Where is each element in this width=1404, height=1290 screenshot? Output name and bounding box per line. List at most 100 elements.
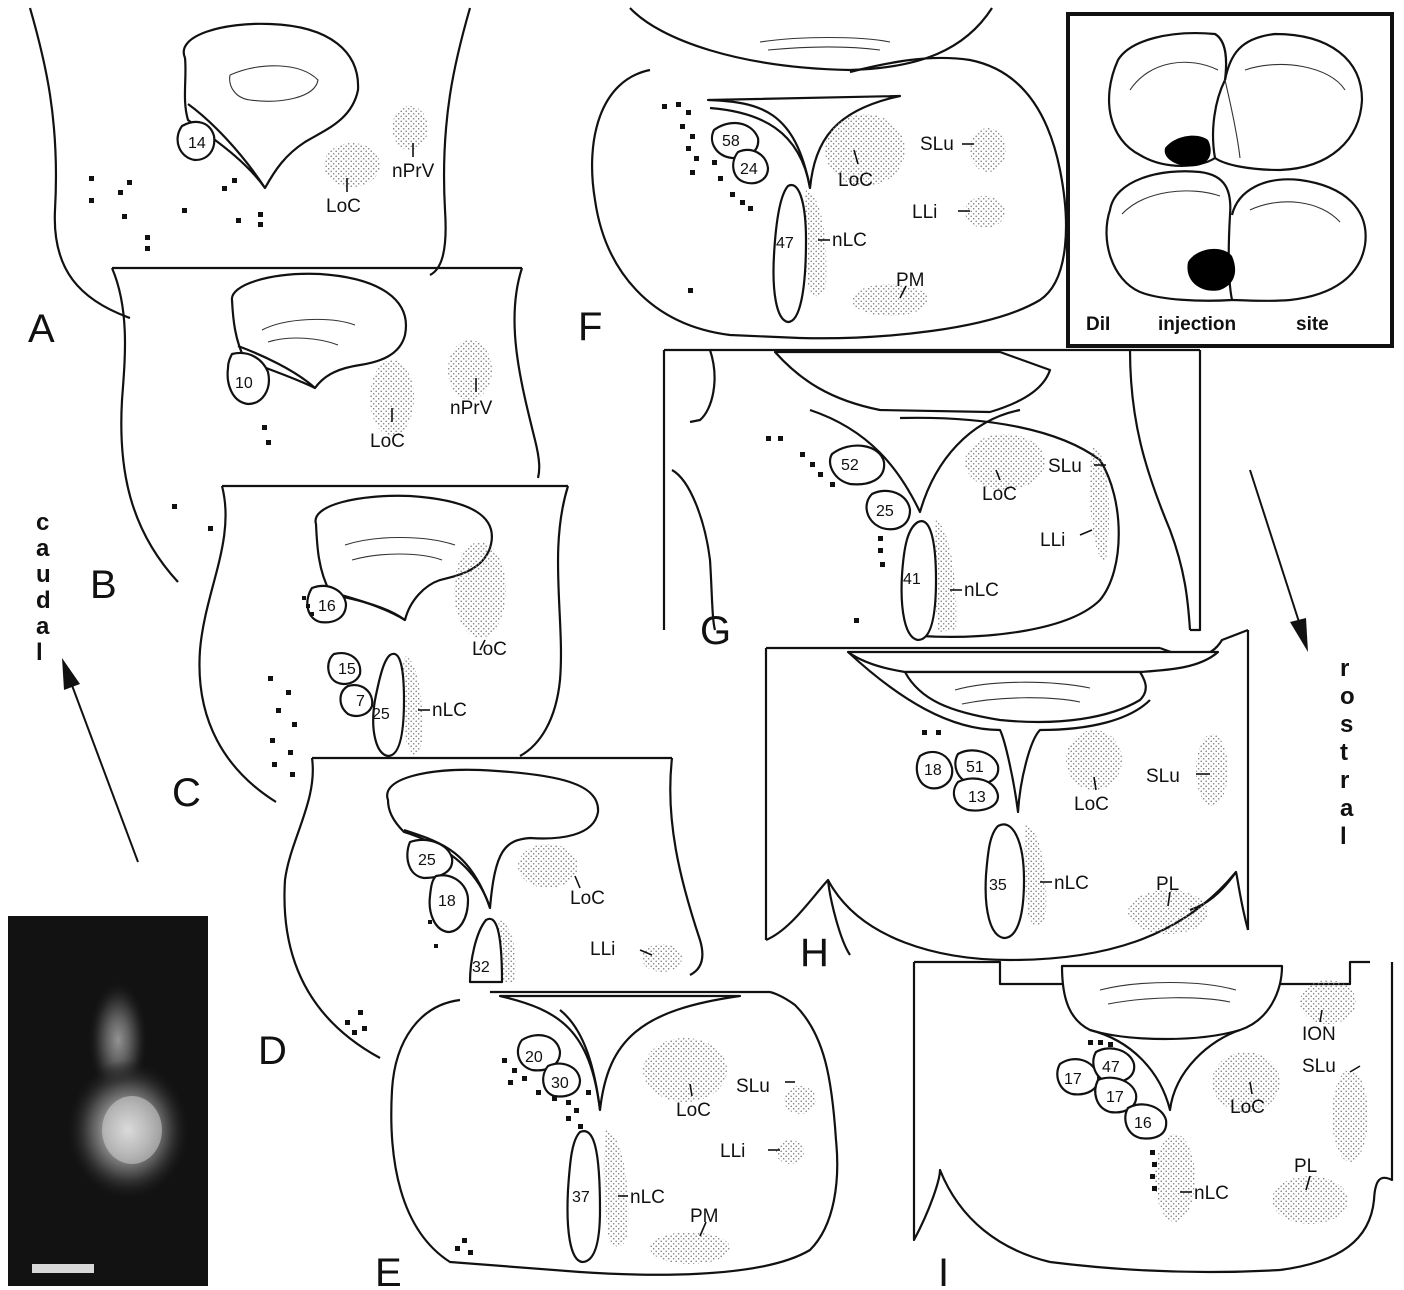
caudal-arrow bbox=[70, 680, 138, 862]
nucleus-label: LLi bbox=[590, 939, 615, 960]
panel-letter: G bbox=[700, 609, 731, 653]
cell-count: 30 bbox=[551, 1075, 569, 1092]
inset-label-site: site bbox=[1296, 314, 1329, 335]
cell-count: 32 bbox=[472, 959, 490, 976]
rostral-arrowhead bbox=[1290, 618, 1308, 652]
caudal-letter: l bbox=[36, 639, 43, 666]
nucleus-label: LLi bbox=[912, 202, 937, 223]
nucleus-label: LoC bbox=[326, 196, 361, 217]
rostral-letter: r bbox=[1340, 655, 1349, 682]
nucleus-label: LoC bbox=[570, 888, 605, 909]
nucleus-label: nPrV bbox=[392, 161, 435, 182]
cell-count: 37 bbox=[572, 1189, 590, 1206]
nucleus-label: PM bbox=[896, 270, 925, 291]
caudal-letter: a bbox=[36, 535, 50, 562]
panel-letter: H bbox=[800, 931, 829, 975]
caudal-label: c a u d a l bbox=[36, 509, 57, 666]
caudal-arrowhead bbox=[62, 658, 80, 690]
cell-count: 51 bbox=[966, 759, 984, 776]
nucleus-label: LoC bbox=[370, 431, 405, 452]
nucleus-label: LoC bbox=[1074, 794, 1109, 815]
caudal-letter: d bbox=[36, 587, 51, 614]
caudal-direction: c a u d a l bbox=[36, 509, 138, 862]
inset-label-injection: injection bbox=[1158, 314, 1236, 335]
panel-letter: B bbox=[90, 563, 117, 607]
panel-letter: F bbox=[578, 305, 602, 349]
rostral-letter: l bbox=[1340, 823, 1347, 850]
panel-e: 20 30 37 LoC SLu LLi nLC PM E bbox=[375, 992, 837, 1290]
nucleus-label: nPrV bbox=[450, 398, 493, 419]
caudal-letter: a bbox=[36, 613, 50, 640]
cell-count: 16 bbox=[1134, 1115, 1152, 1132]
panel-c: 16 15 7 25 LoC nLC C bbox=[172, 486, 568, 815]
cell-count: 25 bbox=[876, 503, 894, 520]
cell-count: 20 bbox=[525, 1049, 543, 1066]
cell-count: 58 bbox=[722, 133, 740, 150]
nucleus-label: SLu bbox=[920, 134, 954, 155]
cell-count: 15 bbox=[338, 661, 356, 678]
inset-label-dil: DiI bbox=[1086, 314, 1110, 335]
rostral-letter: o bbox=[1340, 683, 1355, 710]
cell-count: 17 bbox=[1064, 1071, 1082, 1088]
caudal-letter: c bbox=[36, 509, 49, 536]
rostral-letter: t bbox=[1340, 739, 1348, 766]
nucleus-label: ION bbox=[1302, 1024, 1336, 1045]
scale-bar bbox=[32, 1264, 94, 1273]
nucleus-label: LLi bbox=[1040, 530, 1065, 551]
nucleus-label: SLu bbox=[1146, 766, 1180, 787]
nucleus-label: nLC bbox=[832, 230, 867, 251]
fluorescence-photo bbox=[8, 916, 208, 1286]
nucleus-label: nLC bbox=[630, 1187, 665, 1208]
rostral-letter: s bbox=[1340, 711, 1353, 738]
nucleus-label: LoC bbox=[1230, 1097, 1265, 1118]
rostral-arrow bbox=[1250, 470, 1300, 625]
cell-count: 16 bbox=[318, 598, 336, 615]
cell-count: 17 bbox=[1106, 1089, 1124, 1106]
cell-count: 14 bbox=[188, 135, 206, 152]
injection-site-inset: DiI injection site bbox=[1068, 14, 1392, 346]
cell-count: 47 bbox=[1102, 1059, 1120, 1076]
nucleus-label: LoC bbox=[982, 484, 1017, 505]
panel-letter: E bbox=[375, 1251, 402, 1290]
nucleus-label: nLC bbox=[964, 580, 999, 601]
nucleus-label: PL bbox=[1294, 1156, 1317, 1177]
cell-count: 24 bbox=[740, 161, 758, 178]
nucleus-label: SLu bbox=[1048, 456, 1082, 477]
rostral-letter: r bbox=[1340, 767, 1349, 794]
nucleus-label: LLi bbox=[720, 1141, 745, 1162]
cell-count: 10 bbox=[235, 375, 253, 392]
cell-count: 47 bbox=[776, 235, 794, 252]
panel-letter: A bbox=[28, 307, 55, 351]
labeled-cell-dots bbox=[172, 425, 271, 531]
cell-count: 18 bbox=[438, 893, 456, 910]
nucleus-label: SLu bbox=[1302, 1056, 1336, 1077]
cell-count: 25 bbox=[372, 706, 390, 723]
panel-letter: D bbox=[258, 1029, 287, 1073]
nucleus-label: nLC bbox=[1054, 873, 1089, 894]
cell-count: 25 bbox=[418, 852, 436, 869]
cell-count: 35 bbox=[989, 877, 1007, 894]
nucleus-label: PL bbox=[1156, 874, 1179, 895]
panel-letter: I bbox=[938, 1251, 949, 1290]
cell-count: 7 bbox=[356, 693, 365, 710]
rostral-direction: r o s t r a l bbox=[1250, 470, 1361, 850]
cell-count: 18 bbox=[924, 762, 942, 779]
labeled-cell-dots bbox=[922, 730, 941, 735]
nucleus-label: LoC bbox=[676, 1100, 711, 1121]
nucleus-label: LoC bbox=[472, 639, 507, 660]
caudal-letter: u bbox=[36, 561, 51, 588]
rostral-letter: a bbox=[1340, 795, 1354, 822]
panel-h: 18 51 13 35 LoC SLu nLC PL H bbox=[766, 630, 1248, 975]
rostral-label: r o s t r a l bbox=[1340, 655, 1361, 850]
panel-g: 52 25 41 LoC SLu LLi nLC G bbox=[664, 350, 1200, 653]
cell-count: 52 bbox=[841, 457, 859, 474]
cell-count: 13 bbox=[968, 789, 986, 806]
nucleus-label: SLu bbox=[736, 1076, 770, 1097]
panel-i: 17 47 17 16 ION LoC SLu PL nLC I bbox=[914, 962, 1392, 1290]
panel-f: 58 24 47 LoC SLu LLi nLC PM F bbox=[578, 8, 1066, 349]
labeled-cell-dots bbox=[345, 920, 438, 1035]
nucleus-label: nLC bbox=[432, 700, 467, 721]
panel-letter: C bbox=[172, 771, 201, 815]
cell-count: 41 bbox=[903, 571, 921, 588]
